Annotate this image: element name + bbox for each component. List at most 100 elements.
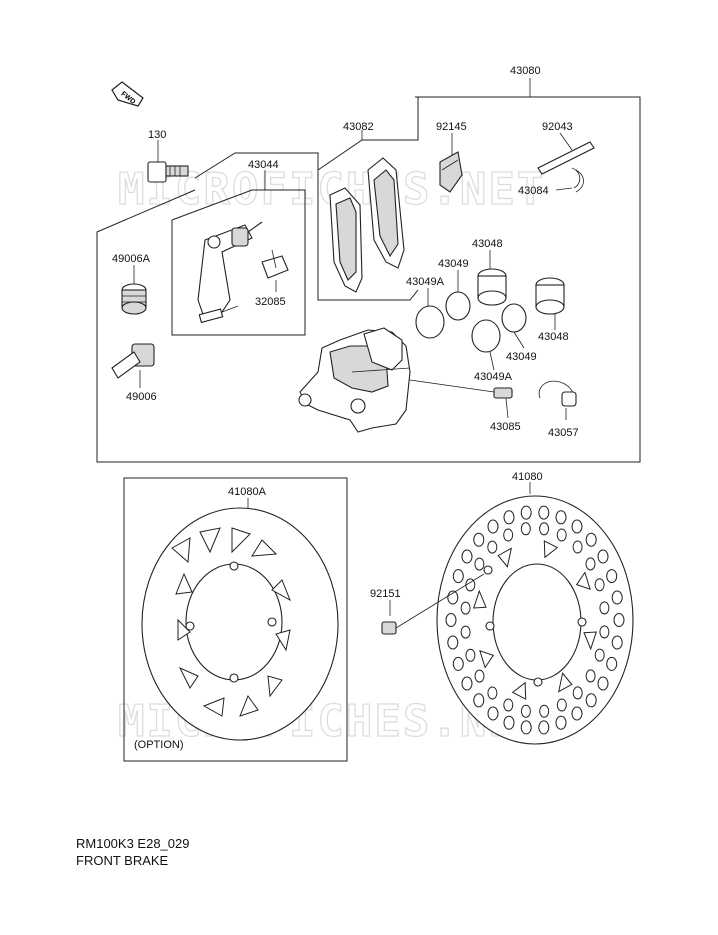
label-option: (OPTION)	[134, 739, 184, 751]
brake-pads-43082	[329, 157, 405, 293]
disc-spoke-cutout	[557, 672, 573, 693]
disc-spoke-cutout	[497, 547, 513, 568]
disc-vent-hole	[599, 601, 610, 615]
piston-43048-right	[535, 277, 565, 330]
disc-vent-hole	[572, 686, 583, 700]
disc-vent-hole	[594, 578, 605, 592]
disc-vent-hole	[539, 704, 550, 718]
disc-vent-hole	[473, 532, 485, 547]
label-49006: 49006	[126, 391, 157, 403]
disc-vent-hole	[611, 590, 623, 605]
spring-32085	[261, 249, 289, 292]
disc-vent-hole	[452, 569, 464, 584]
label-43057: 43057	[548, 427, 579, 439]
disc-vent-hole	[599, 625, 610, 639]
disc-spoke-cutout	[511, 681, 527, 700]
pin-49006	[111, 343, 155, 388]
disc-vent-hole	[460, 601, 471, 615]
disc-vent-hole	[594, 648, 605, 662]
label-43084: 43084	[518, 185, 549, 197]
disc-vent-hole	[503, 715, 515, 730]
disc-vent-hole	[461, 549, 473, 564]
disc-vent-hole	[585, 557, 596, 571]
disc-vent-hole	[585, 693, 597, 708]
disc-vent-hole	[520, 704, 531, 718]
disc-vent-hole	[571, 706, 583, 721]
disc-vent-hole	[585, 669, 596, 683]
disc-vent-hole	[503, 698, 514, 712]
bolt-92151	[381, 573, 485, 635]
disc-vent-hole	[597, 676, 609, 691]
label-43085: 43085	[490, 421, 521, 433]
caliper-assembly-frame	[96, 96, 641, 463]
disc-vent-hole	[461, 676, 473, 691]
disc-vent-hole	[597, 549, 609, 564]
label-43049A-bottom: 43049A	[474, 371, 513, 383]
pad-frame-lower	[318, 289, 419, 301]
label-92145: 92145	[436, 121, 467, 133]
fwd-arrow-icon: FWD	[111, 81, 144, 107]
disc-vent-hole	[611, 635, 623, 650]
disc-vent-hole	[572, 540, 583, 554]
disc-vent-hole	[473, 693, 485, 708]
disc-vent-hole	[460, 625, 471, 639]
disc-spoke-cutout	[583, 631, 598, 651]
disc-vent-hole	[465, 648, 476, 662]
part-labels: 43080 130 43082 92145 92043 43044 43084 …	[112, 65, 579, 751]
disc-vent-hole	[556, 528, 567, 542]
disc-vent-hole	[538, 505, 550, 520]
label-41080A: 41080A	[228, 486, 267, 498]
disc-vent-hole	[538, 720, 550, 735]
caliper-bracket-43044	[197, 221, 263, 324]
bleeder-43085	[409, 379, 513, 419]
pad-frame	[317, 97, 419, 171]
disc-vent-hole	[520, 522, 531, 536]
label-43082: 43082	[343, 121, 374, 133]
piston-43048-top	[477, 250, 507, 306]
disc-vent-hole	[520, 720, 532, 735]
option-frame	[123, 477, 348, 762]
label-43049-top: 43049	[438, 258, 469, 270]
label-92043: 92043	[542, 121, 573, 133]
disc-vent-hole	[613, 613, 625, 627]
label-43049A-top: 43049A	[406, 276, 445, 288]
disc-vent-hole	[555, 510, 567, 525]
clip-43084	[555, 167, 584, 193]
disc-spoke-cutout	[479, 650, 495, 669]
disc-vent-hole	[474, 669, 485, 683]
disc-spoke-cutout	[543, 540, 559, 559]
label-130: 130	[148, 129, 166, 141]
diagram-code: RM100K3 E28_029	[76, 836, 190, 851]
shim-92145	[439, 133, 463, 193]
boot-49006A	[121, 265, 147, 315]
disc-vent-hole	[503, 528, 514, 542]
label-41080: 41080	[512, 471, 543, 483]
disc-41080	[436, 482, 634, 745]
disc-vent-hole	[585, 532, 597, 547]
seal-43049-right	[501, 303, 527, 349]
bolt-130	[147, 140, 189, 183]
disc-vent-hole	[447, 635, 459, 650]
disc-vent-hole	[503, 510, 515, 525]
label-49006A: 49006A	[112, 253, 151, 265]
seal-43049A-top	[415, 288, 445, 339]
seal-43049-top	[445, 270, 471, 321]
disc-vent-hole	[606, 656, 618, 671]
disc-vent-hole	[555, 715, 567, 730]
disc-vent-hole	[487, 686, 498, 700]
cap-43057	[538, 380, 577, 420]
disc-vent-hole	[445, 613, 457, 627]
disc-spoke-cutout	[575, 571, 591, 590]
disc-vent-hole	[571, 519, 583, 534]
seal-43049A-bottom	[471, 319, 501, 371]
label-43048-top: 43048	[472, 238, 503, 250]
caliper-body	[298, 327, 411, 433]
disc-vent-hole	[487, 706, 499, 721]
disc-vent-hole	[487, 540, 498, 554]
disc-vent-hole	[487, 519, 499, 534]
label-43049-right: 43049	[506, 351, 537, 363]
label-32085: 32085	[255, 296, 286, 308]
diagram-title: FRONT BRAKE	[76, 853, 169, 868]
